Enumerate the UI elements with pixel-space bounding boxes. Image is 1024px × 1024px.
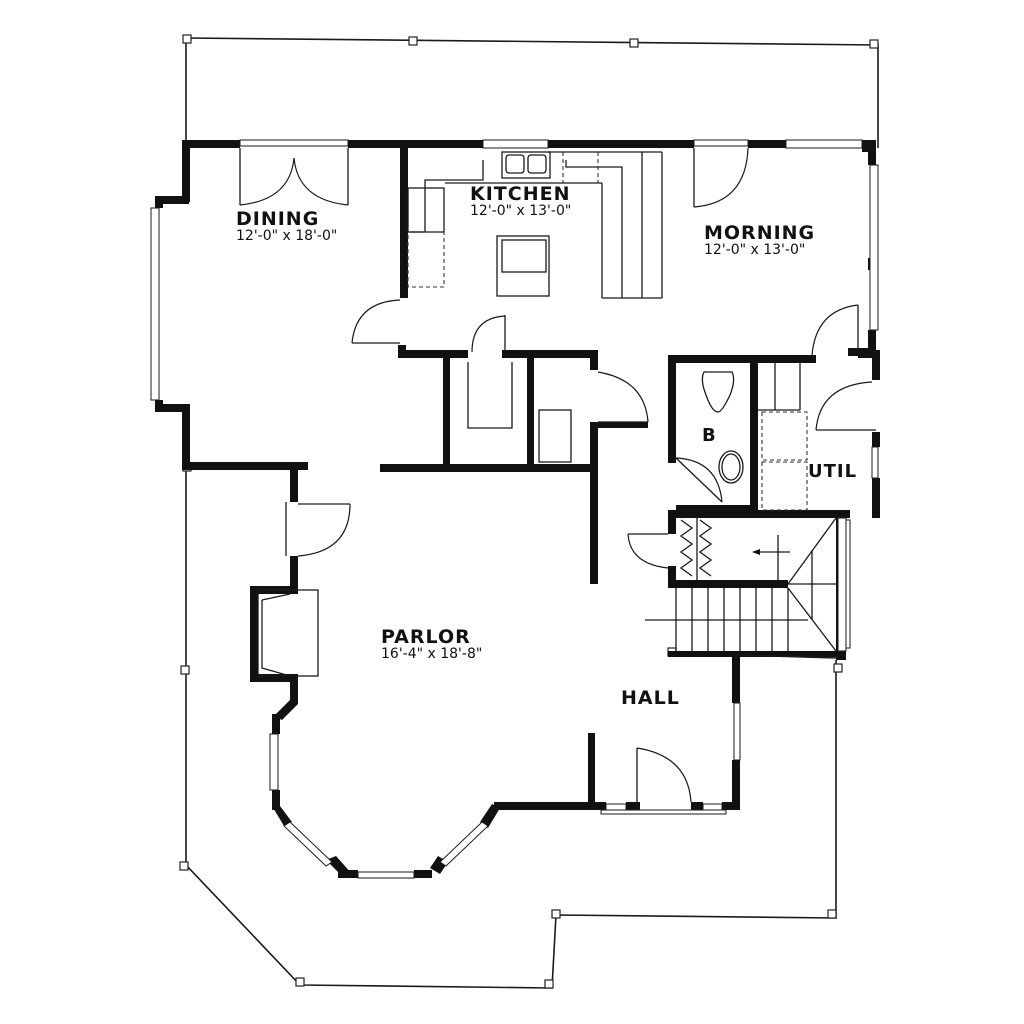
kitchen-fixtures <box>407 151 663 299</box>
room-label-parlor: PARLOR 16'-4" x 18'-8" <box>381 627 482 662</box>
room-name: KITCHEN <box>470 183 571 205</box>
room-label-morning: MORNING 12'-0" x 13'-0" <box>704 223 815 258</box>
kitchen-island-icon <box>496 235 550 297</box>
staircase-icon <box>645 517 837 652</box>
room-label-kitchen: KITCHEN 12'-0" x 13'-0" <box>470 184 571 219</box>
room-label-dining: DINING 12'-0" x 18'-0" <box>236 209 337 244</box>
porch-rail <box>739 654 837 659</box>
bath-fixtures <box>701 371 744 484</box>
closet-fixtures <box>467 362 572 463</box>
room-dimensions: 12'-0" x 13'-0" <box>470 203 572 219</box>
lavatory-icon <box>718 450 744 484</box>
doors <box>239 147 876 803</box>
room-name: MORNING <box>704 222 816 244</box>
dryer-icon <box>761 461 808 511</box>
toilet-icon <box>701 371 735 413</box>
room-label-hall: HALL <box>621 688 680 708</box>
room-dimensions: 16'-4" x 18'-8" <box>381 646 483 662</box>
room-label-bath: B <box>702 426 717 446</box>
windows <box>150 139 879 879</box>
room-name: B <box>702 425 717 446</box>
room-dimensions: 12'-0" x 13'-0" <box>704 242 806 258</box>
room-name: UTIL <box>808 461 858 482</box>
double-sink-icon <box>501 151 551 179</box>
room-dimensions: 12'-0" x 18'-0" <box>236 228 338 244</box>
util-fixtures <box>758 363 808 511</box>
room-name: DINING <box>236 208 320 230</box>
room-name: HALL <box>621 687 680 709</box>
fireplace-icon <box>257 589 319 677</box>
room-name: PARLOR <box>381 626 471 648</box>
room-label-util: UTIL <box>808 462 857 482</box>
washer-icon <box>761 411 808 461</box>
